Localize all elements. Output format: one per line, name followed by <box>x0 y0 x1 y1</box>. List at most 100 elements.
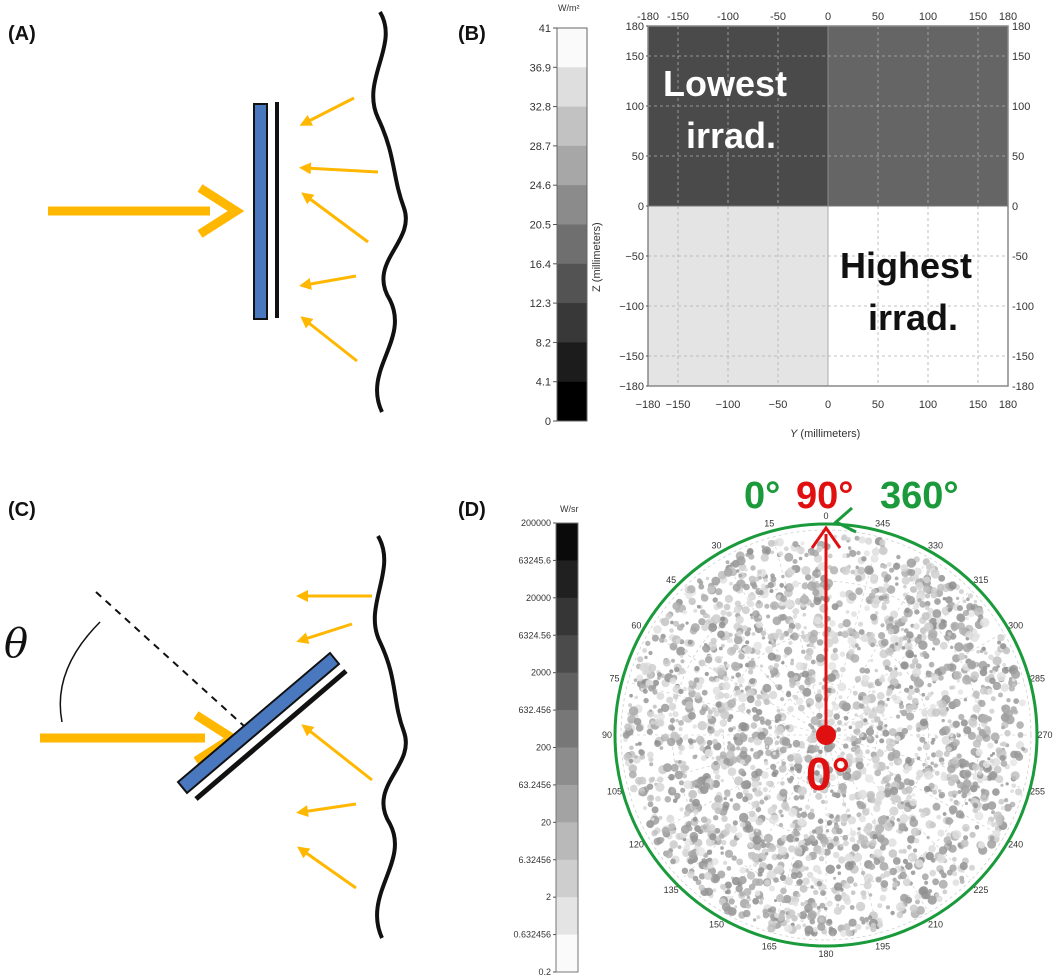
intensity-colorbar-cell <box>556 560 578 599</box>
y-tick-left: −50 <box>625 251 644 263</box>
irradiance-colorbar-cell <box>557 145 587 186</box>
y-tick-left: 50 <box>632 151 644 163</box>
x-tick-top: -50 <box>770 11 786 23</box>
tilt-angle-symbol: θ <box>4 621 28 667</box>
panel-c-label: (C) <box>8 499 36 521</box>
x-axis-title: Y (millimeters) <box>790 428 860 440</box>
irradiance-colorbar-cell <box>557 106 587 147</box>
intensity-colorbar: W/sr 20000063245.6200006324.562000632.45… <box>513 504 579 977</box>
polar-angle-label: 150 <box>709 920 724 930</box>
quadrant-bottom-right <box>828 206 1008 386</box>
rear-light-arrows <box>299 96 379 363</box>
irradiance-colorbar-tick: 16.4 <box>530 259 551 271</box>
panel-c-schematic: θ <box>4 534 408 939</box>
intensity-colorbar-tick: 0.632456 <box>513 930 551 940</box>
lowest-irrad-line1: Lowest <box>663 63 787 104</box>
x-tick-bottom: 0 <box>825 399 831 411</box>
irradiance-colorbar-tick: 20.5 <box>530 220 551 232</box>
x-tick-top: 0 <box>825 11 831 23</box>
incident-beam-arrowhead <box>197 184 245 238</box>
y-tick-right: 150 <box>1012 51 1030 63</box>
intensity-colorbar-tick: 2 <box>546 892 551 902</box>
intensity-colorbar-tick: 63.2456 <box>518 780 551 790</box>
polar-angle-label: 135 <box>664 885 679 895</box>
y-tick-left: 100 <box>626 101 644 113</box>
highest-irrad-line2: irrad. <box>868 297 958 338</box>
quadrant-bottom-left <box>648 206 828 386</box>
panel-a-label: (A) <box>8 23 36 45</box>
intensity-colorbar-unit: W/sr <box>560 504 579 514</box>
polar-angle-label: 30 <box>711 540 721 550</box>
y-tick-right: 100 <box>1012 101 1030 113</box>
irradiance-colorbar-cell <box>557 185 587 225</box>
irradiance-colorbar-tick: 36.9 <box>530 62 551 74</box>
irradiance-colorbar: W/m² 4136.932.828.724.620.516.412.38.24.… <box>530 3 588 428</box>
panel-a-schematic <box>48 10 408 413</box>
rear-light-arrows-tilted <box>296 590 373 890</box>
tilted-panel-backsheet <box>194 669 348 801</box>
irradiance-colorbar-cell <box>557 28 587 68</box>
irradiance-colorbar-tick: 4.1 <box>536 377 551 389</box>
y-tick-right: 180 <box>1012 21 1030 33</box>
polar-angle-label: 300 <box>1008 621 1023 631</box>
irradiance-colorbar-cell <box>557 303 587 343</box>
polar-angle-label: 210 <box>928 920 943 930</box>
polar-angle-label: 165 <box>762 942 777 952</box>
y-tick-left: −150 <box>619 351 644 363</box>
pv-panel <box>253 103 268 320</box>
polar-angle-label: 180 <box>818 949 833 959</box>
y-tick-left: 150 <box>626 51 644 63</box>
polar-angle-label: 15 <box>764 518 774 528</box>
y-tick-left: 0 <box>638 201 644 213</box>
x-tick-bottom: −150 <box>666 399 691 411</box>
y-tick-right: -180 <box>1012 381 1034 393</box>
intensity-colorbar-cell <box>556 934 578 973</box>
polar-angle-label: 240 <box>1008 840 1023 850</box>
tilt-angle-arc <box>59 621 101 723</box>
intensity-colorbar-tick: 6.32456 <box>518 855 551 865</box>
irradiance-colorbar-cell <box>557 263 587 304</box>
intensity-polar-plot: 0153045607590105120135150165180195210225… <box>602 475 1053 959</box>
x-tick-top: 150 <box>969 11 987 23</box>
panel-normal-line <box>95 591 245 727</box>
intensity-colorbar-cell <box>556 672 578 711</box>
irradiance-colorbar-unit: W/m² <box>558 3 580 13</box>
x-tick-bottom: 180 <box>999 399 1017 411</box>
irradiance-colorbar-cell <box>557 381 587 422</box>
annotation-0-deg-center: 0° <box>806 748 850 800</box>
polar-angle-label: 225 <box>973 885 988 895</box>
annotation-360-deg: 360° <box>880 475 959 517</box>
y-tick-right: -100 <box>1012 301 1034 313</box>
irradiance-colorbar-cell <box>557 67 587 108</box>
irradiance-colorbar-tick: 41 <box>539 23 551 35</box>
y-tick-left: −100 <box>619 301 644 313</box>
polar-angle-label: 315 <box>973 575 988 585</box>
polar-angle-label: 90 <box>602 730 612 740</box>
y-tick-right: -50 <box>1012 251 1028 263</box>
polar-angle-label: 45 <box>666 575 676 585</box>
intensity-colorbar-tick: 200 <box>536 743 551 753</box>
polar-angle-label: 285 <box>1030 673 1045 683</box>
panel-b-label: (B) <box>458 23 486 45</box>
irradiance-colorbar-tick: 32.8 <box>530 102 551 114</box>
ground-surface <box>371 10 408 413</box>
polar-angle-label: 195 <box>875 942 890 952</box>
polar-angle-label: 255 <box>1030 787 1045 797</box>
polar-angle-label: 345 <box>875 518 890 528</box>
quadrant-top-right <box>828 26 1008 206</box>
x-tick-bottom: 100 <box>919 399 937 411</box>
x-tick-top: -180 <box>637 11 659 23</box>
irradiance-colorbar-tick: 8.2 <box>536 337 551 349</box>
x-tick-bottom: 150 <box>969 399 987 411</box>
polar-angle-label: 330 <box>928 540 943 550</box>
intensity-colorbar-cell <box>556 710 578 748</box>
intensity-colorbar-cell <box>556 747 578 786</box>
intensity-colorbar-tick: 632.456 <box>518 705 551 715</box>
tilted-pv-panel <box>176 651 341 795</box>
x-tick-top: 50 <box>872 11 884 23</box>
polar-angle-label: 0 <box>823 511 828 521</box>
x-tick-top: -150 <box>667 11 689 23</box>
irradiance-colorbar-tick: 0 <box>545 416 551 428</box>
x-tick-bottom: 50 <box>872 399 884 411</box>
